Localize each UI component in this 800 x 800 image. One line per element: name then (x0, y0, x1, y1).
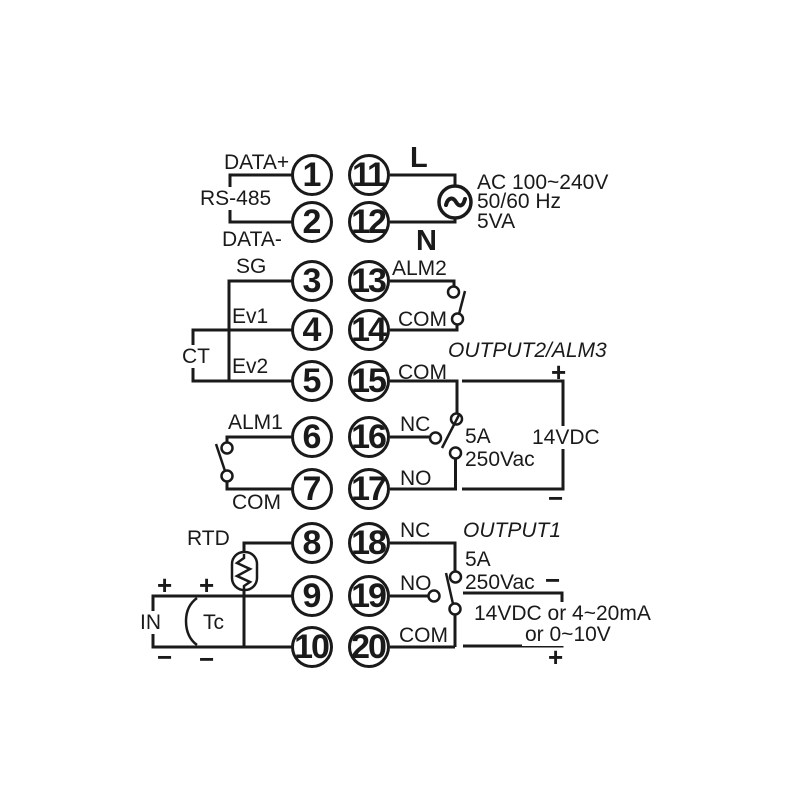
label-output2-dc: 14VDC (529, 426, 603, 449)
wire-sg-vertical (227, 279, 292, 381)
contact-alm2-top-icon (446, 285, 461, 299)
contact-output1-pivot-icon (448, 602, 462, 616)
wire-output1-nc (390, 541, 457, 571)
label-alm2: ALM2 (392, 257, 447, 280)
terminal-19: 19 (348, 575, 390, 617)
wire-output1-com (390, 615, 457, 649)
terminal-9: 9 (291, 575, 333, 617)
label-neutral-n: N (416, 225, 437, 257)
terminal-12: 12 (348, 201, 390, 243)
terminal-20: 20 (348, 626, 390, 668)
label-data-plus: DATA+ (224, 151, 290, 174)
label-ac-va: 5VA (477, 210, 516, 233)
wire-alm2-com (390, 325, 459, 332)
label-output2-current: 5A (465, 425, 491, 448)
terminal-4: 4 (291, 309, 333, 351)
label-alm1: ALM1 (228, 411, 283, 434)
contact-output2-no-icon (448, 446, 463, 460)
label-output1-dc2: or 0~10V (522, 623, 614, 646)
label-ac-voltage: AC 100~240V (477, 171, 609, 194)
label-output2-minus: − (548, 483, 564, 513)
terminal-5: 5 (291, 360, 333, 402)
terminal-8: 8 (291, 522, 333, 564)
label-rs485: RS-485 (197, 187, 275, 210)
terminal-11: 11 (348, 154, 390, 196)
label-output1-com: COM (399, 624, 448, 647)
contact-alm2-bottom-icon (450, 312, 465, 326)
label-rtd: RTD (187, 527, 230, 550)
terminal-15: 15 (348, 360, 390, 402)
contact-alm1-top-icon (220, 441, 234, 455)
wire-alm1 (225, 435, 292, 442)
label-data-minus: DATA- (222, 228, 282, 251)
label-output2-title: OUTPUT2/ALM3 (448, 339, 607, 362)
label-output1-minus: − (545, 565, 561, 595)
terminal-2: 2 (291, 201, 333, 243)
wire-alm1-com (225, 482, 292, 491)
label-ct: CT (179, 345, 213, 368)
wire-output2-no (390, 459, 457, 491)
label-ev2: Ev2 (232, 355, 269, 378)
terminal-13: 13 (348, 260, 390, 302)
terminal-14: 14 (348, 309, 390, 351)
terminal-10: 10 (291, 626, 333, 668)
contact-output1-no-icon (427, 589, 441, 603)
ac-tilde-icon (444, 196, 467, 208)
terminal-3: 3 (291, 260, 333, 302)
label-alm1-com: COM (232, 491, 281, 514)
wire-rtd-top (242, 541, 292, 552)
switch-lever-output1-icon (444, 572, 455, 605)
label-output2-nc: NC (400, 413, 431, 436)
label-alm2-com: COM (398, 308, 447, 331)
label-tc: Tc (203, 611, 224, 634)
terminal-7: 7 (291, 468, 333, 510)
contact-alm1-bottom-icon (220, 469, 234, 483)
label-output2-plus: + (551, 357, 567, 387)
label-output1-no: NO (400, 572, 432, 595)
terminal-17: 17 (348, 468, 390, 510)
rtd-zigzag-icon (234, 554, 253, 589)
label-tc-minus: − (199, 644, 215, 674)
label-in-plus: + (157, 570, 173, 600)
wire-power-l (390, 173, 457, 186)
label-output1-dc1: 14VDC or 4~20mA (471, 602, 654, 625)
tc-brace-icon (184, 596, 198, 647)
label-line-l: L (410, 142, 428, 174)
label-output1-plus: + (548, 642, 564, 672)
label-output1-nc: NC (400, 519, 431, 542)
switch-lever-output2-icon (440, 414, 461, 449)
label-output2-voltage: 250Vac (465, 448, 535, 471)
contact-output2-nc-icon (428, 431, 443, 445)
terminal-6: 6 (291, 416, 333, 458)
label-output1-title: OUTPUT1 (463, 519, 562, 542)
terminal-18: 18 (348, 522, 390, 564)
wire-power-n (390, 218, 457, 224)
label-output1-voltage: 250Vac (465, 571, 535, 594)
label-in: IN (137, 611, 164, 634)
label-output1-current: 5A (465, 548, 491, 571)
label-output2-com: COM (398, 361, 447, 384)
label-ev1: Ev1 (232, 305, 269, 328)
contact-output1-nc-icon (448, 570, 463, 584)
switch-lever-alm1-icon (214, 443, 227, 472)
label-output2-no: NO (400, 467, 432, 490)
terminal-1: 1 (291, 154, 333, 196)
label-ac-frequency: 50/60 Hz (477, 190, 562, 213)
label-tc-plus: + (199, 570, 215, 600)
wire-output2-com (390, 379, 459, 413)
label-in-minus: − (157, 642, 173, 672)
switch-lever-alm2-icon (457, 290, 467, 315)
terminal-16: 16 (348, 416, 390, 458)
label-sg: SG (236, 255, 267, 278)
wire-alm2 (390, 279, 456, 286)
